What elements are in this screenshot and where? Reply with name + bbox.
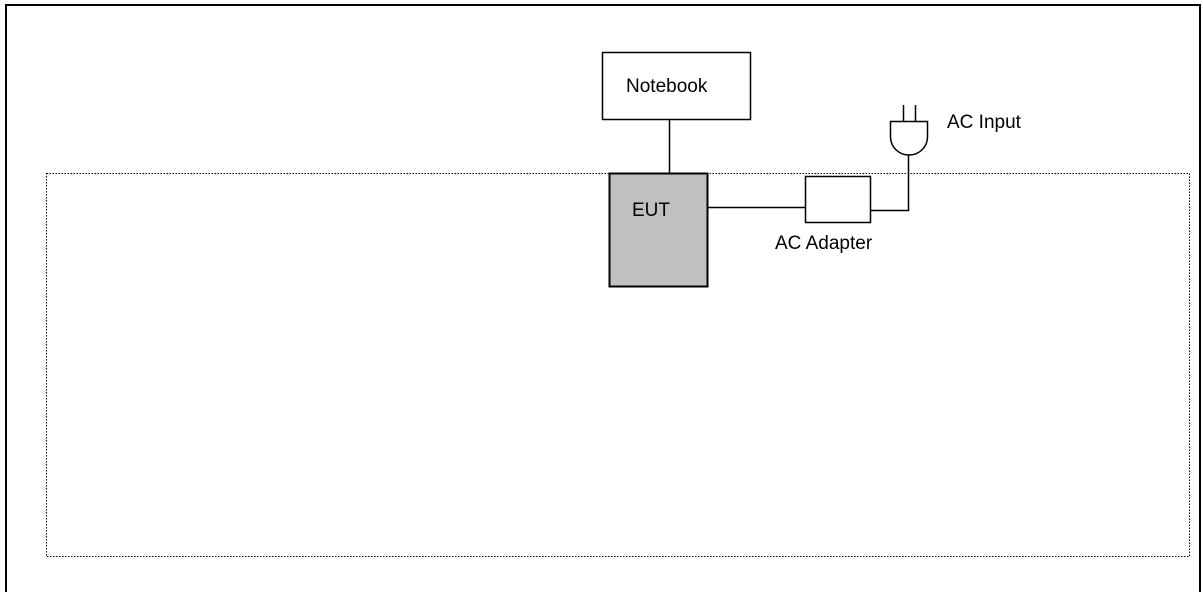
- eut-label: EUT: [632, 200, 670, 221]
- notebook-box: [601, 51, 752, 121]
- notebook-label: Notebook: [626, 76, 708, 97]
- adapter-plug-cable: [870, 155, 910, 212]
- ac-input-label: AC Input: [947, 112, 1021, 133]
- diagram-frame: [5, 4, 1201, 592]
- power-plug-icon: [889, 105, 929, 156]
- ac-adapter-box: [804, 175, 872, 224]
- eut-box: [608, 172, 709, 288]
- ac-adapter-label: AC Adapter: [775, 233, 873, 254]
